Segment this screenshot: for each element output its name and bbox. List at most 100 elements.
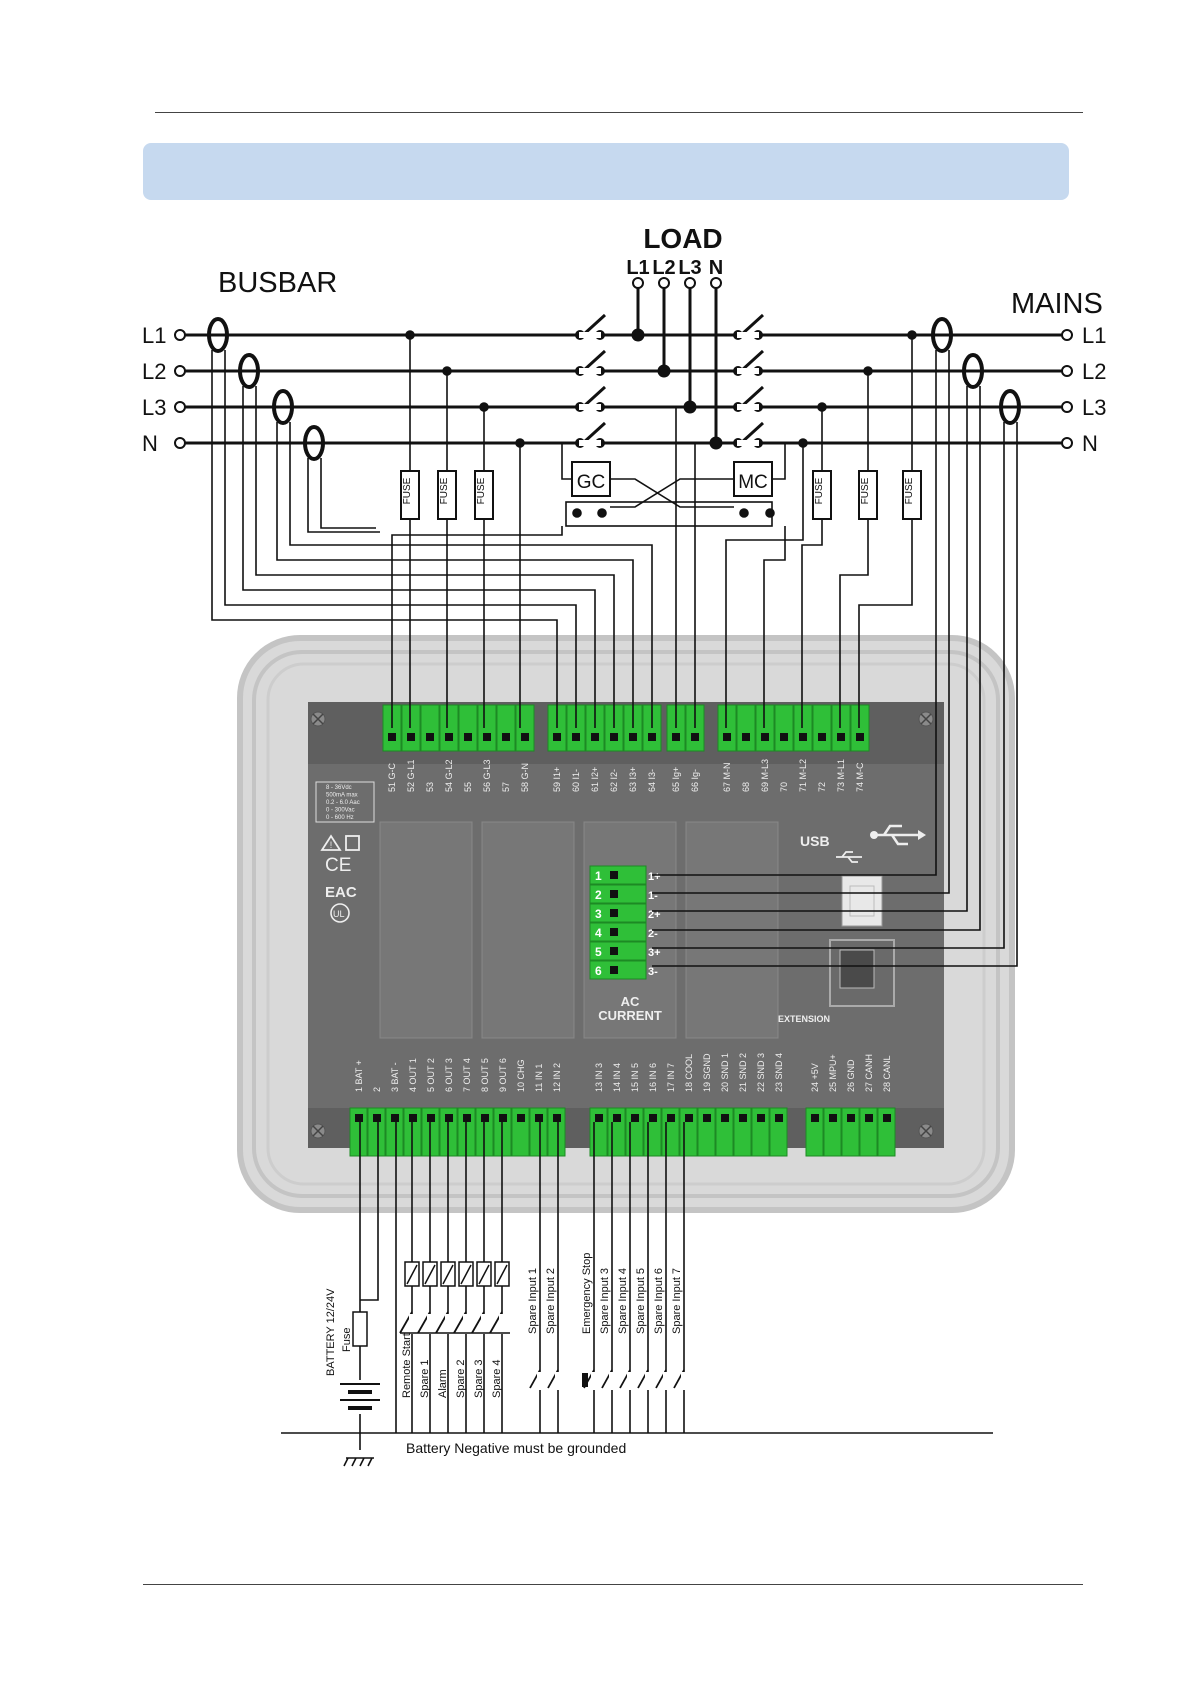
bottom-terminal-label: 1 BAT +: [354, 1060, 364, 1092]
top-terminal-label: 54 G-L2: [444, 759, 454, 792]
bottom-terminal-label: 3 BAT -: [390, 1062, 400, 1092]
switch-contact: [581, 349, 607, 373]
top-terminal-label: 57: [501, 782, 511, 792]
spec-line: 8 - 36Vdc: [326, 785, 352, 791]
battery-fuse-icon: [352, 1311, 368, 1347]
output-label: Alarm: [437, 1369, 449, 1398]
mc-contactor: [733, 461, 773, 497]
top-terminal-label: 52 G-L1: [406, 759, 416, 792]
screw-icon: [918, 1123, 934, 1139]
top-terminal[interactable]: [812, 704, 832, 752]
bottom-terminal-label: 2: [372, 1087, 382, 1092]
top-terminal[interactable]: [401, 704, 421, 752]
top-terminal[interactable]: [458, 704, 478, 752]
input-label: Spare Input 2: [545, 1268, 557, 1334]
ac-terminal-name: 3-: [648, 966, 658, 978]
bottom-terminal-label: 17 IN 7: [666, 1063, 676, 1092]
ground-icon: [343, 1457, 374, 1467]
current-transformer-icon: [238, 353, 260, 389]
fuse-icon: [902, 470, 922, 520]
input-label: Spare Input 1: [527, 1268, 539, 1334]
input-label: Spare Input 3: [599, 1268, 611, 1334]
current-transformer-icon: [999, 389, 1021, 425]
bottom-terminal-label: 26 GND: [846, 1059, 856, 1092]
top-terminal-label: 64 I3-: [647, 769, 657, 792]
load-phase-label: L3: [678, 257, 701, 279]
usb-icon-small: [836, 851, 862, 863]
bottom-terminal-label: 21 SND 2: [738, 1053, 748, 1092]
terminal-dot: [632, 277, 644, 289]
top-terminal[interactable]: [793, 704, 813, 752]
top-terminal[interactable]: [850, 704, 870, 752]
junction-dot: [657, 364, 671, 378]
top-terminal-label: 62 I2-: [609, 769, 619, 792]
screw-icon: [310, 711, 326, 727]
svg-text:!: !: [330, 840, 333, 850]
square-icon: [345, 835, 360, 851]
screw-icon: [918, 711, 934, 727]
switch-contact: [581, 385, 607, 409]
bottom-terminal-label: 19 SGND: [702, 1053, 712, 1092]
top-terminal-label: 63 I3+: [628, 767, 638, 792]
usb-label: USB: [800, 833, 830, 849]
screw-icon: [310, 1123, 326, 1139]
top-terminal[interactable]: [736, 704, 756, 752]
top-terminal-label: 60 I1-: [571, 769, 581, 792]
bottom-terminal-label: 6 OUT 3: [444, 1058, 454, 1092]
current-transformer-icon: [931, 317, 953, 353]
terminal-dot: [684, 277, 696, 289]
terminal-dot: [174, 437, 186, 449]
top-terminal[interactable]: [496, 704, 516, 752]
top-terminal[interactable]: [774, 704, 794, 752]
output-label: Spare 4: [491, 1359, 503, 1398]
terminal-dot: [174, 365, 186, 377]
eac-mark-icon: EAC: [325, 884, 357, 901]
ac-current-label-2: CURRENT: [598, 1008, 662, 1023]
top-terminal-label: 59 I1+: [552, 767, 562, 792]
input-label: Emergency Stop: [581, 1253, 593, 1334]
top-terminal[interactable]: [515, 704, 535, 752]
top-terminal-label: 66 Ig-: [690, 769, 700, 792]
spec-line: 0 - 600 Hz: [326, 815, 354, 821]
bottom-terminal-label: 12 IN 2: [552, 1063, 562, 1092]
top-terminal-label: 73 M-L1: [836, 759, 846, 792]
top-terminal-label: 67 M-N: [722, 762, 732, 792]
bottom-terminal-label: 14 IN 4: [612, 1063, 622, 1092]
switch-contact: [739, 349, 765, 373]
terminal-dot: [1061, 329, 1073, 341]
terminal-dot: [174, 329, 186, 341]
switch-contact: [739, 421, 765, 445]
current-transformer-icon: [303, 425, 325, 461]
mains-phase-label: L3: [1082, 395, 1106, 420]
terminal-dot: [710, 277, 722, 289]
mains-phase-label: N: [1082, 431, 1098, 456]
fuse-label: FUSE: [402, 477, 413, 504]
top-terminal[interactable]: [477, 704, 497, 752]
section-banner: [143, 143, 1069, 200]
fuse-icon: [400, 470, 420, 520]
ac-terminal-name: 2+: [648, 909, 661, 921]
usb-port[interactable]: [841, 875, 883, 927]
mains-label: MAINS: [1011, 288, 1103, 320]
battery-fuse-label: Fuse: [341, 1328, 353, 1352]
svg-text:EAC: EAC: [325, 884, 357, 901]
ac-terminal-name: 1-: [648, 890, 658, 902]
top-terminal[interactable]: [717, 704, 737, 752]
load-phase-label: N: [709, 257, 723, 279]
bottom-terminal-label: 22 SND 3: [756, 1053, 766, 1092]
terminal-dot: [1061, 437, 1073, 449]
ac-terminal-num: 6: [595, 964, 602, 978]
bottom-terminal-label: 25 MPU+: [828, 1054, 838, 1092]
ac-terminal-num: 5: [595, 945, 602, 959]
top-terminal-label: 53: [425, 782, 435, 792]
top-terminal[interactable]: [831, 704, 851, 752]
bottom-terminal-label: 15 IN 5: [630, 1063, 640, 1092]
top-terminal[interactable]: [755, 704, 775, 752]
terminal-dot: [1061, 365, 1073, 377]
current-transformer-icon: [962, 353, 984, 389]
fuse-label: FUSE: [904, 477, 915, 504]
top-terminal[interactable]: [439, 704, 459, 752]
bottom-terminal-label: 9 OUT 6: [498, 1058, 508, 1092]
top-terminal[interactable]: [420, 704, 440, 752]
